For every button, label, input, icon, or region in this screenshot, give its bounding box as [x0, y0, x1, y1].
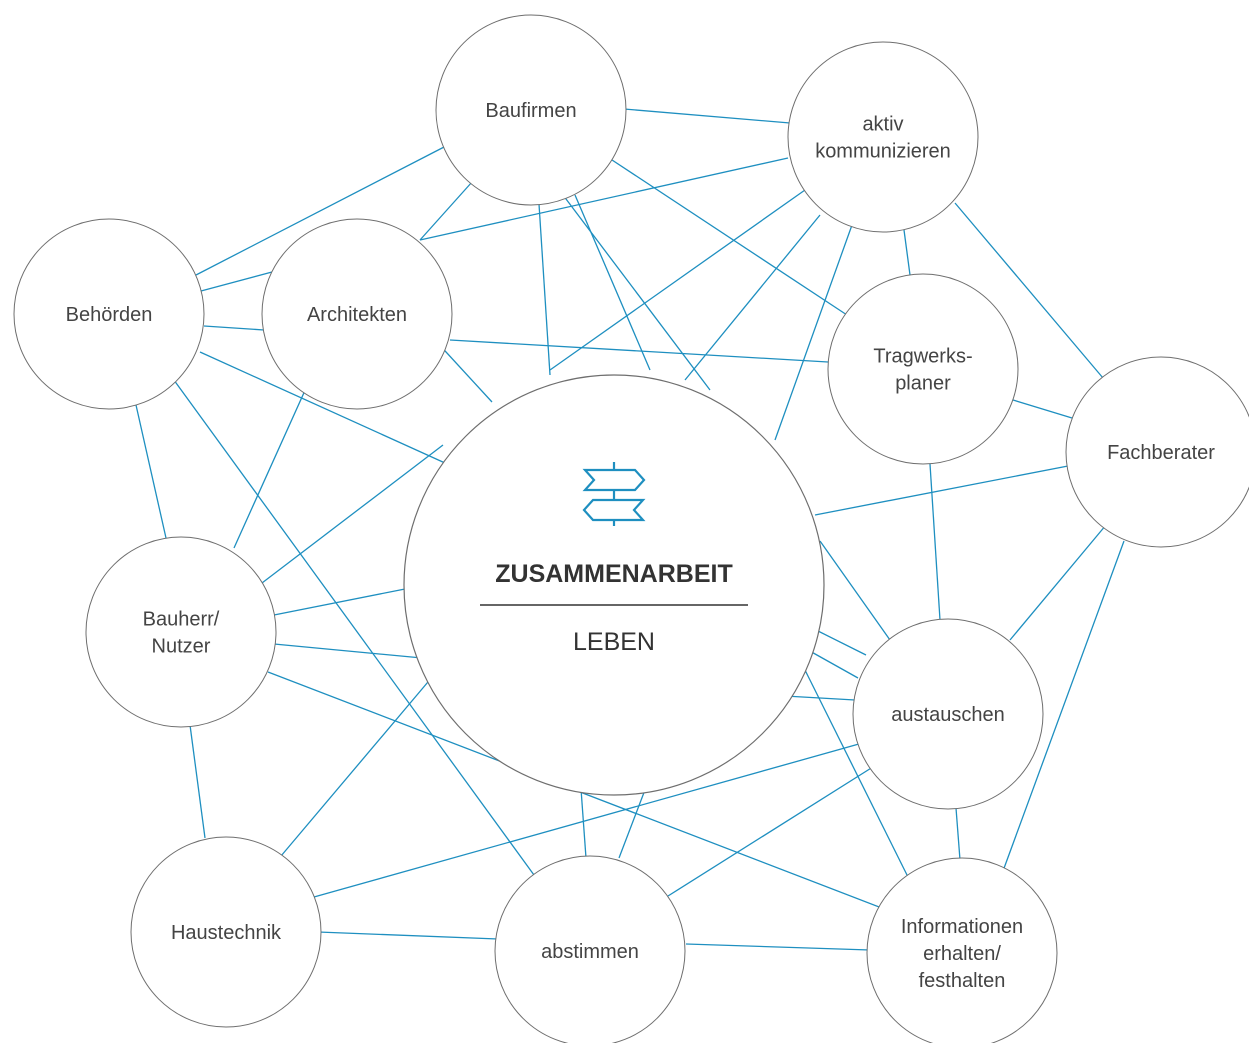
node-circle [852, 618, 1044, 810]
connection-line [574, 194, 651, 371]
node-label: Tragwerks- [873, 346, 972, 368]
connection-line [618, 781, 649, 859]
connection-line [1002, 540, 1125, 872]
connection-line [261, 444, 444, 584]
connection-line [419, 181, 473, 241]
node-label: kommunizieren [815, 141, 951, 163]
node-informationen: Informationen erhalten/festhalten [866, 857, 1058, 1043]
node-circle [85, 536, 277, 728]
node-label: aktiv [862, 114, 903, 136]
node-baufirmen: Baufirmen [435, 14, 627, 206]
connection-line [799, 659, 909, 878]
center-circle [403, 374, 825, 796]
connection-line [273, 588, 406, 616]
node-label: abstimmen [541, 941, 639, 963]
node-tragwerksplaner: Tragwerks-planer [827, 273, 1019, 465]
connection-line [200, 271, 273, 292]
node-circle [435, 14, 627, 206]
node-label: Nutzer [152, 636, 211, 658]
connection-line [135, 404, 167, 539]
connection-line [280, 675, 434, 857]
connection-line [1009, 524, 1107, 641]
connection-line [784, 695, 856, 701]
connection-line [162, 364, 535, 876]
connection-lines [135, 108, 1125, 951]
node-label: Informationen [901, 916, 1023, 938]
connection-line [685, 943, 871, 951]
node-circle [130, 836, 322, 1028]
signpost-icon [582, 462, 646, 526]
node-label: erhalten/ [923, 943, 1001, 965]
node-architekten: Architekten [261, 218, 453, 410]
center-subtitle: LEBEN [573, 628, 655, 656]
connection-line [419, 157, 789, 241]
node-fachberater: Fachberater [1065, 356, 1249, 548]
node-circle [787, 41, 979, 233]
node-label: planer [895, 373, 951, 395]
connection-line [189, 724, 206, 839]
connection-line [667, 764, 877, 897]
connection-line [929, 463, 941, 621]
connection-line [903, 229, 911, 276]
connection-line [623, 108, 791, 124]
node-circle [827, 273, 1019, 465]
connection-line [267, 671, 901, 916]
node-label: Haustechnik [171, 922, 282, 944]
node-aktiv-kommunizieren: aktiv kommunizieren [787, 41, 979, 233]
node-circle [1065, 356, 1249, 548]
node-label: Fachberater [1107, 442, 1215, 464]
connection-line [1012, 399, 1073, 419]
node-circle [13, 218, 205, 410]
connection-line [549, 189, 806, 371]
connection-line [562, 194, 711, 391]
connection-line [814, 465, 1069, 516]
connection-line [815, 629, 867, 656]
node-circle [866, 857, 1058, 1043]
node-label: Architekten [307, 304, 407, 326]
connection-line [538, 203, 551, 376]
node-label: Bauherr/ [143, 609, 220, 631]
center-title: ZUSAMMENARBEIT [495, 560, 733, 588]
node-circle [494, 855, 686, 1043]
connection-line [774, 224, 853, 441]
node-austauschen: austauschen [852, 618, 1044, 810]
connection-line [317, 931, 499, 940]
node-label: Baufirmen [485, 100, 576, 122]
center-node: ZUSAMMENARBEIT LEBEN [403, 374, 825, 796]
node-haustechnik: Haustechnik [130, 836, 322, 1028]
connection-line [199, 351, 446, 464]
node-abstimmen: abstimmen [494, 855, 686, 1043]
node-behoerden: Behörden [13, 218, 205, 410]
connection-line [807, 649, 859, 679]
connection-line [313, 741, 867, 898]
connection-line [233, 365, 317, 549]
connection-line [273, 643, 423, 659]
connection-line [449, 339, 829, 363]
node-label: austauschen [891, 704, 1004, 726]
connection-line [955, 807, 961, 861]
connection-line [684, 214, 821, 381]
connection-line [195, 145, 447, 276]
connection-line [608, 157, 848, 316]
node-label: festhalten [919, 970, 1006, 992]
node-label: Behörden [66, 304, 153, 326]
connection-line [954, 202, 1104, 379]
node-bauherr: Bauherr/Nutzer [85, 536, 277, 728]
connection-line [819, 540, 891, 641]
node-circle [261, 218, 453, 410]
connection-line [203, 325, 265, 331]
